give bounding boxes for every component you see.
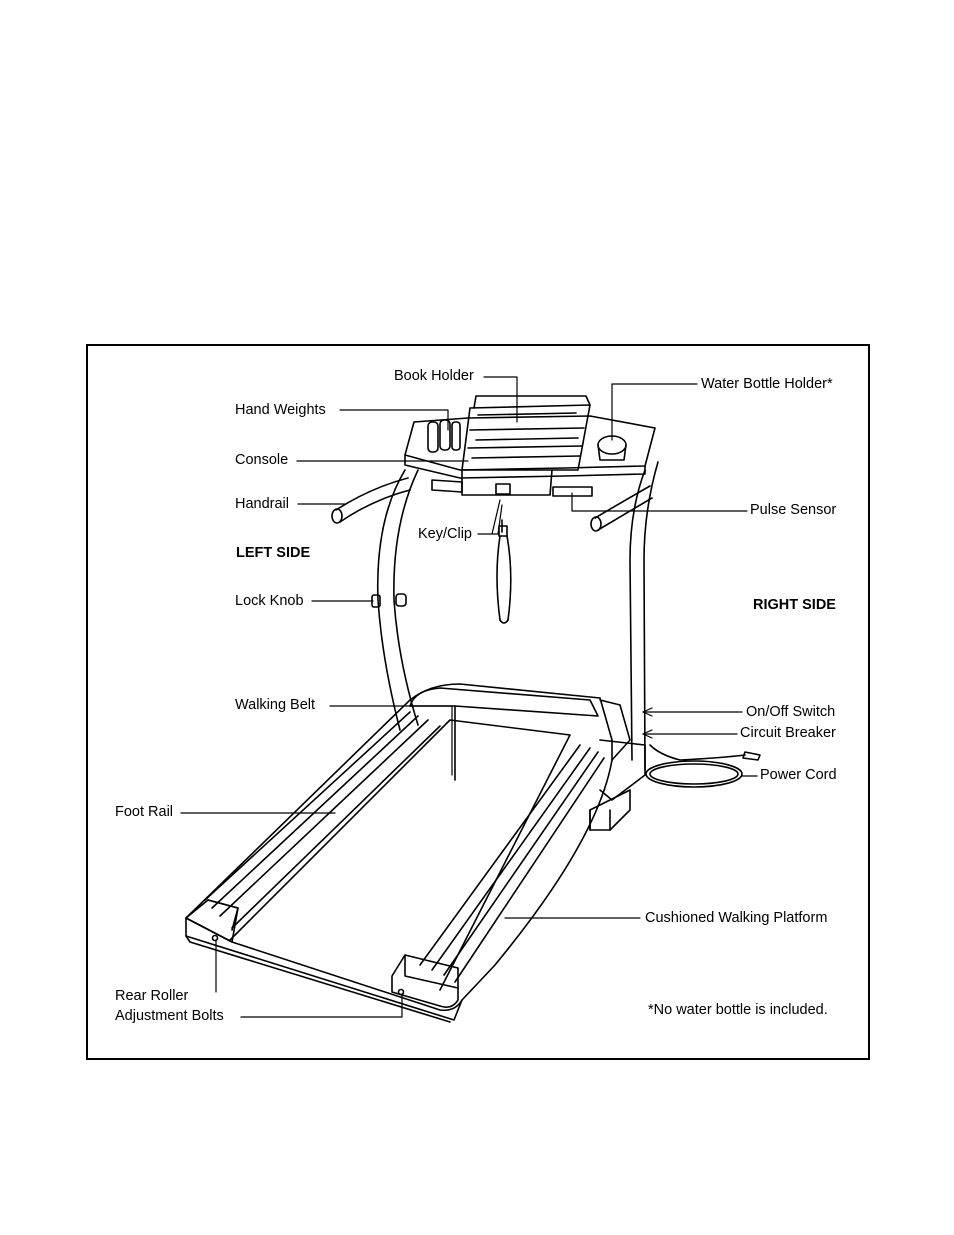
label-handrail: Handrail [235, 496, 289, 513]
label-foot-rail: Foot Rail [115, 804, 173, 821]
power-cord-coil [646, 745, 760, 787]
key-clip [497, 520, 511, 623]
label-water-bottle-holder: Water Bottle Holder* [701, 376, 833, 393]
label-console: Console [235, 452, 288, 469]
label-adjustment-bolts: Adjustment Bolts [115, 1008, 224, 1025]
label-book-holder: Book Holder [394, 368, 474, 385]
walking-platform [186, 684, 630, 1022]
label-walking-belt: Walking Belt [235, 697, 315, 714]
label-circuit-breaker: Circuit Breaker [740, 725, 836, 742]
label-power-cord: Power Cord [760, 767, 837, 784]
label-right-side: RIGHT SIDE [753, 597, 836, 614]
handrails [332, 478, 652, 531]
label-pulse-sensor: Pulse Sensor [750, 502, 836, 519]
label-rear-roller: Rear Roller [115, 988, 188, 1005]
label-left-side: LEFT SIDE [236, 545, 310, 562]
label-on-off-switch: On/Off Switch [746, 704, 835, 721]
uprights [372, 462, 658, 770]
label-key-clip: Key/Clip [418, 526, 472, 543]
label-hand-weights: Hand Weights [235, 402, 326, 419]
label-cushioned-walking-platform: Cushioned Walking Platform [645, 910, 827, 927]
console-assembly [405, 396, 655, 496]
footnote: *No water bottle is included. [648, 1002, 828, 1019]
label-lock-knob: Lock Knob [235, 593, 304, 610]
